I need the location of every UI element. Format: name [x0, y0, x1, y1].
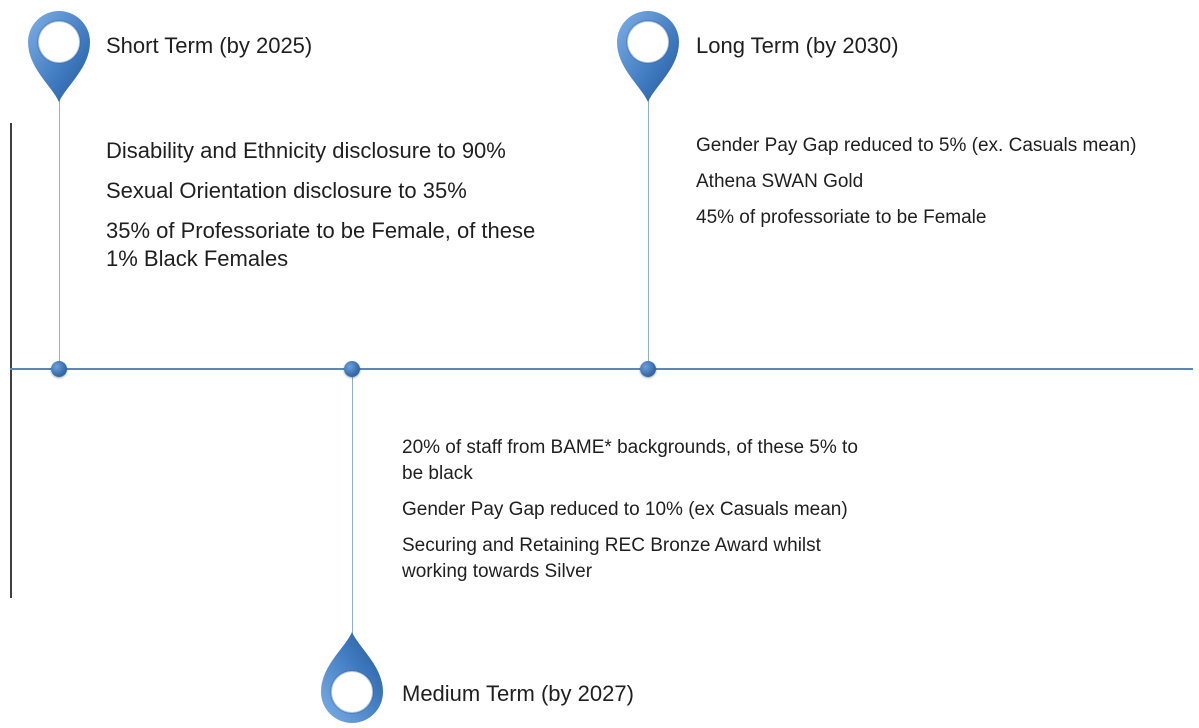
map-pin-icon — [28, 11, 90, 102]
goal-item: Securing and Retaining REC Bronze Award … — [402, 535, 821, 582]
medium-term-goals: 20% of staff from BAME* backgrounds, of … — [402, 435, 872, 595]
short-term-heading: Short Term (by 2025) — [106, 33, 313, 58]
long-term-marker-dot — [640, 361, 656, 377]
goal-item: Gender Pay Gap reduced to 5% (ex. Casual… — [696, 135, 1137, 156]
map-pin-icon — [617, 11, 679, 102]
goal-item: Sexual Orientation disclosure to 35% — [106, 178, 467, 203]
goal-item: 45% of professoriate to be Female — [696, 207, 987, 228]
timeline-axis — [10, 368, 1193, 370]
goal-item: 20% of staff from BAME* backgrounds, of … — [402, 437, 858, 484]
short-term-stem — [59, 72, 60, 368]
long-term-heading: Long Term (by 2030) — [696, 33, 899, 58]
short-term-marker-dot — [51, 361, 67, 377]
short-term-goals: Disability and Ethnicity disclosure to 9… — [106, 137, 556, 285]
map-pin-icon — [321, 632, 383, 723]
medium-term-stem — [352, 370, 353, 640]
medium-term-heading: Medium Term (by 2027) — [402, 681, 634, 706]
goal-item: Disability and Ethnicity disclosure to 9… — [106, 138, 506, 163]
long-term-stem — [648, 72, 649, 368]
left-vertical-rule — [10, 123, 12, 598]
goal-item: 35% of Professoriate to be Female, of th… — [106, 218, 536, 271]
medium-term-marker-dot — [344, 361, 360, 377]
goal-item: Athena SWAN Gold — [696, 171, 864, 192]
goal-item: Gender Pay Gap reduced to 10% (ex Casual… — [402, 499, 848, 520]
long-term-goals: Gender Pay Gap reduced to 5% (ex. Casual… — [696, 133, 1166, 241]
